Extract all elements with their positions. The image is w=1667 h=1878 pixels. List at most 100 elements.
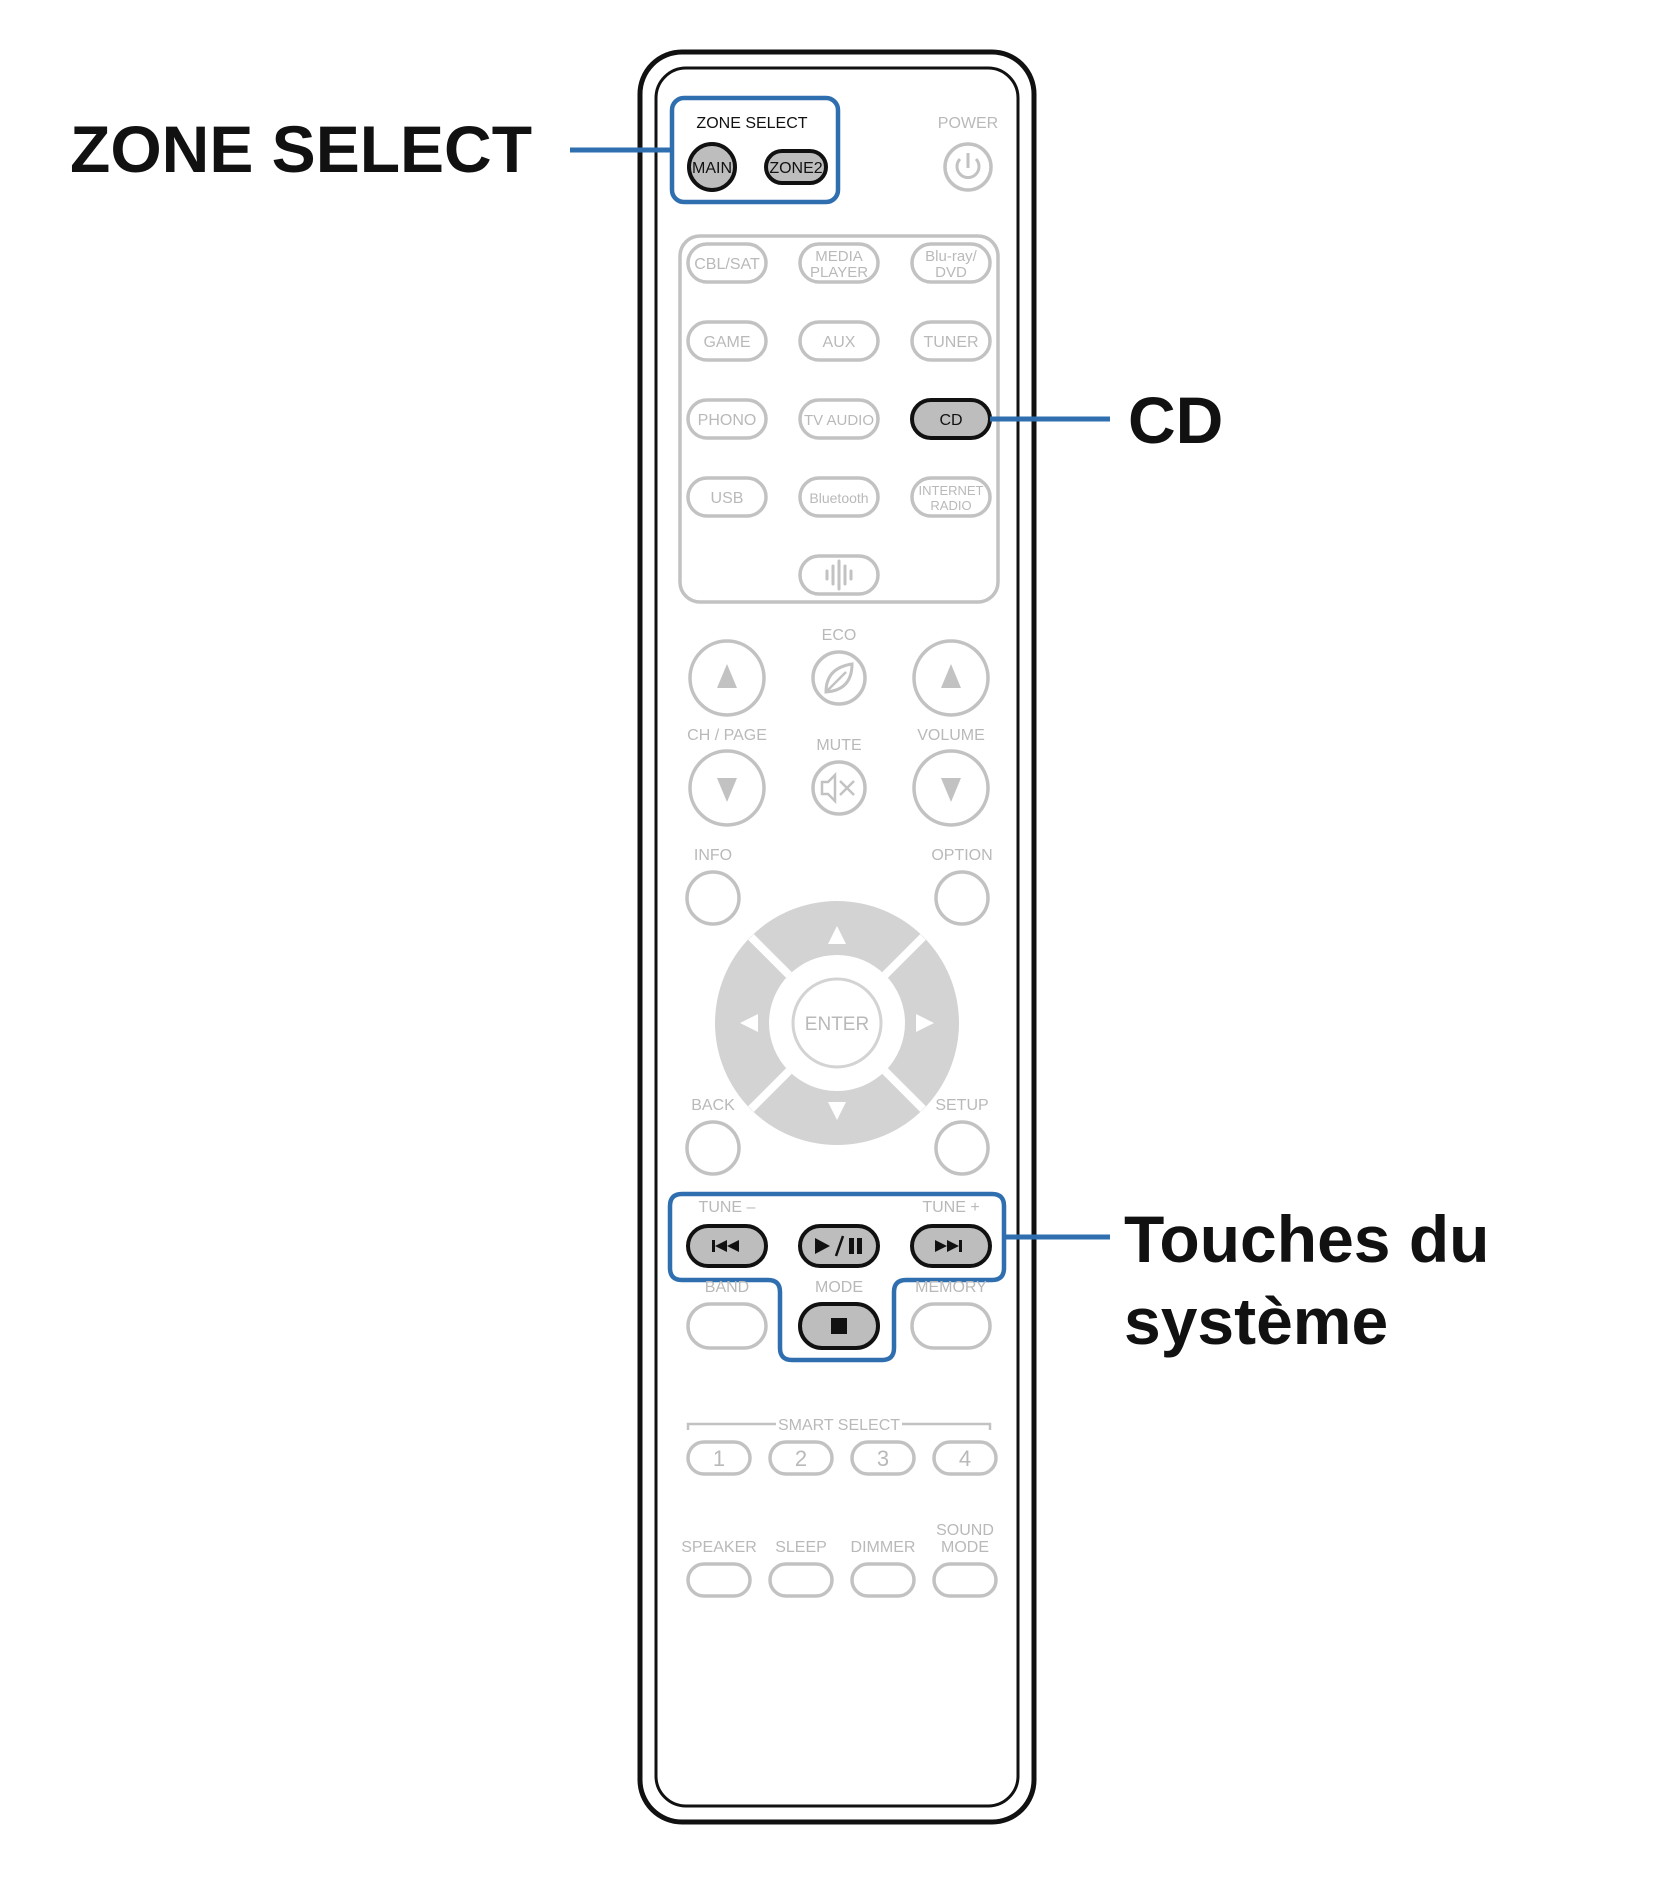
tune-plus-label: TUNE + [922, 1199, 979, 1216]
cd-button[interactable]: CD [910, 398, 992, 440]
enter-button[interactable]: ENTER [791, 977, 883, 1069]
band-button[interactable] [686, 1302, 768, 1350]
main-button[interactable]: MAIN [687, 142, 737, 192]
tuner-label: TUNER [923, 334, 978, 351]
setup-label: SETUP [935, 1097, 988, 1114]
smart-select-2-button[interactable]: 2 [768, 1440, 834, 1476]
play-pause-icon [815, 1235, 862, 1257]
cbl-sat-label: CBL/SAT [694, 256, 760, 273]
back-button[interactable] [685, 1120, 741, 1176]
nav-up-icon[interactable] [828, 926, 846, 944]
phono-button[interactable]: PHONO [686, 398, 768, 440]
media-player-button[interactable]: MEDIA PLAYER [798, 242, 880, 284]
nav-left-icon[interactable] [740, 1014, 758, 1032]
zone2-label: ZONE2 [769, 160, 822, 177]
setup-button[interactable] [934, 1120, 990, 1176]
leaf-icon [824, 662, 854, 694]
smart-select-label: SMART SELECT [778, 1417, 900, 1434]
internet-radio-label-line1: INTERNET [919, 483, 984, 498]
smart-select-4-button[interactable]: 4 [932, 1440, 998, 1476]
play-pause-button[interactable] [798, 1224, 880, 1268]
dimmer-label: DIMMER [851, 1539, 916, 1556]
smart-1-label: 1 [713, 1446, 725, 1471]
mute-button[interactable] [811, 760, 867, 816]
aux-button[interactable]: AUX [798, 320, 880, 362]
navigation-pad[interactable]: ENTER [715, 901, 959, 1145]
bluray-label-line1: Blu-ray/ [925, 248, 978, 265]
back-label: BACK [691, 1097, 735, 1114]
bluetooth-button[interactable]: Bluetooth [798, 476, 880, 518]
heos-icon [825, 559, 853, 591]
tv-audio-label: TV AUDIO [804, 412, 874, 429]
arrow-up-icon [941, 664, 961, 688]
ch-page-up-button[interactable] [688, 639, 766, 717]
arrow-up-icon [717, 664, 737, 688]
stop-icon [831, 1318, 847, 1334]
smart-select-3-button[interactable]: 3 [850, 1440, 916, 1476]
sleep-button[interactable] [768, 1562, 834, 1598]
power-label: POWER [938, 115, 998, 132]
next-track-button[interactable] [910, 1224, 992, 1268]
tune-minus-label: TUNE – [699, 1199, 756, 1216]
internet-radio-button[interactable]: INTERNET RADIO [910, 476, 992, 518]
sound-mode-label-line1: SOUND [936, 1522, 994, 1539]
info-button[interactable] [685, 870, 741, 926]
eco-button[interactable] [811, 650, 867, 706]
aux-label: AUX [823, 334, 856, 351]
bluray-label-line2: DVD [935, 264, 967, 281]
bluray-dvd-button[interactable]: Blu-ray/ DVD [910, 242, 992, 284]
smart-select-1-button[interactable]: 1 [686, 1440, 752, 1476]
speaker-button[interactable] [686, 1562, 752, 1598]
usb-button[interactable]: USB [686, 476, 768, 518]
arrow-down-icon [941, 778, 961, 802]
power-icon [955, 153, 981, 179]
ch-page-down-button[interactable] [688, 749, 766, 827]
skip-forward-icon [935, 1240, 962, 1252]
callout-zone-select: ZONE SELECT [70, 112, 532, 186]
mute-icon [820, 771, 855, 805]
speaker-label: SPEAKER [681, 1539, 757, 1556]
power-button[interactable] [943, 142, 993, 192]
nav-down-icon[interactable] [828, 1102, 846, 1120]
tv-audio-button[interactable]: TV AUDIO [798, 398, 880, 440]
media-player-label-line2: PLAYER [810, 264, 868, 281]
eco-label: ECO [822, 627, 857, 644]
highlight-system-buttons [667, 1191, 1007, 1363]
zone2-button[interactable]: ZONE2 [764, 149, 828, 185]
sleep-label: SLEEP [775, 1539, 827, 1556]
smart-4-label: 4 [959, 1446, 971, 1471]
memory-label: MEMORY [915, 1279, 987, 1296]
sound-mode-label-line2: MODE [941, 1539, 989, 1556]
volume-up-button[interactable] [912, 639, 990, 717]
phono-label: PHONO [698, 412, 757, 429]
main-label: MAIN [692, 160, 732, 177]
mute-label: MUTE [816, 737, 861, 754]
sound-mode-button[interactable] [932, 1562, 998, 1598]
stop-button[interactable] [798, 1302, 880, 1350]
tuner-button[interactable]: TUNER [910, 320, 992, 362]
info-label: INFO [694, 847, 732, 864]
option-button[interactable] [934, 870, 990, 926]
smart-2-label: 2 [795, 1446, 807, 1471]
callout-cd: CD [1128, 383, 1223, 457]
cbl-sat-button[interactable]: CBL/SAT [686, 242, 768, 284]
game-button[interactable]: GAME [686, 320, 768, 362]
option-label: OPTION [931, 847, 992, 864]
callout-system-line1: Touches du [1124, 1202, 1489, 1276]
heos-button[interactable] [798, 554, 880, 596]
mode-label: MODE [815, 1279, 863, 1296]
smart-select-bracket [686, 1422, 992, 1430]
memory-button[interactable] [910, 1302, 992, 1350]
zone-select-label: ZONE SELECT [696, 115, 807, 132]
game-label: GAME [703, 334, 750, 351]
ch-page-label: CH / PAGE [687, 727, 767, 744]
smart-3-label: 3 [877, 1446, 889, 1471]
skip-back-icon [712, 1240, 739, 1252]
volume-label: VOLUME [917, 727, 985, 744]
previous-track-button[interactable] [686, 1224, 768, 1268]
dimmer-button[interactable] [850, 1562, 916, 1598]
volume-down-button[interactable] [912, 749, 990, 827]
nav-right-icon[interactable] [916, 1014, 934, 1032]
arrow-down-icon [717, 778, 737, 802]
